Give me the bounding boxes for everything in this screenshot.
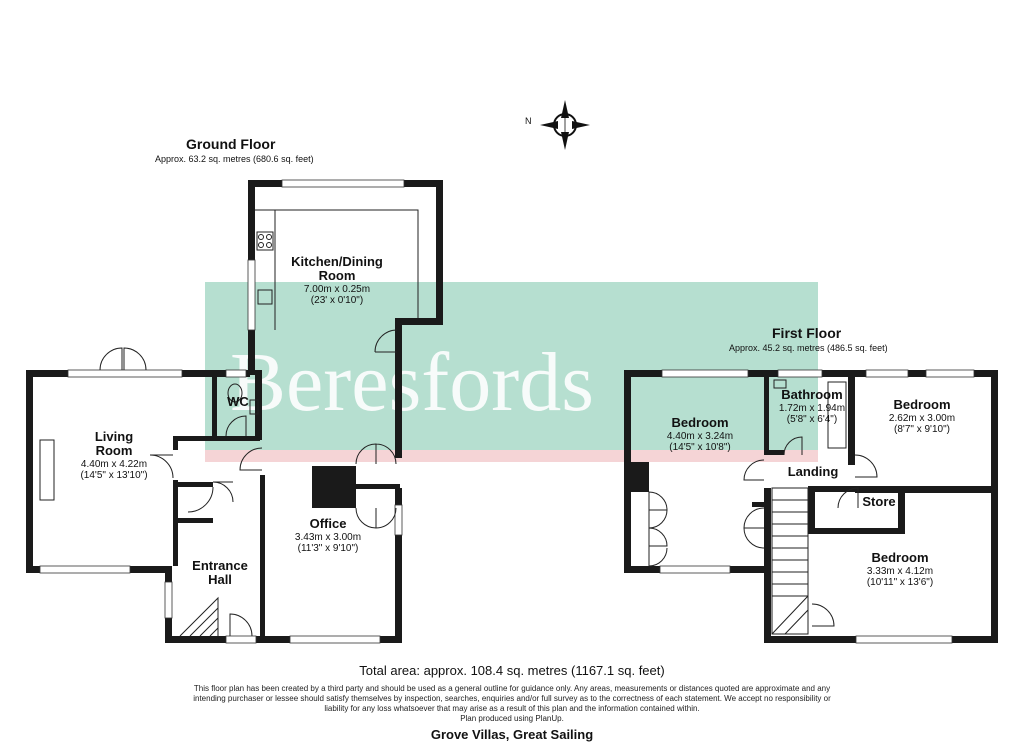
produced-by: Plan produced using PlanUp.	[460, 714, 564, 723]
bedroom-1-metric: 4.40m x 3.24m	[667, 431, 733, 442]
bedroom-1-name: Bedroom	[671, 415, 728, 430]
first-floor-area: Approx. 45.2 sq. metres (486.5 sq. feet)	[729, 343, 888, 353]
ground-floor-area: Approx. 63.2 sq. metres (680.6 sq. feet)	[155, 154, 314, 164]
living-metric: 4.40m x 4.22m	[81, 459, 147, 470]
bedroom-2-imperial: (8'7" x 9'10")	[894, 424, 950, 435]
kitchen-name-2: Room	[319, 268, 356, 283]
living-name-2: Room	[96, 443, 133, 458]
first-floor: First Floor Approx. 45.2 sq. metres (486…	[624, 325, 998, 644]
hall-name-2: Hall	[208, 572, 232, 587]
bedroom-1-imperial: (14'5" x 10'8")	[669, 442, 731, 453]
bedroom-2-metric: 2.62m x 3.00m	[889, 413, 955, 424]
kitchen-name-1: Kitchen/Dining	[291, 254, 383, 269]
ground-floor: Ground Floor Approx. 63.2 sq. metres (68…	[26, 136, 443, 644]
living-imperial: (14'5" x 13'10")	[80, 470, 147, 481]
living-name-1: Living	[95, 429, 133, 444]
bedroom-3-name: Bedroom	[871, 550, 928, 565]
office-name: Office	[310, 516, 347, 531]
ground-floor-title: Ground Floor	[186, 136, 276, 152]
office-metric: 3.43m x 3.00m	[295, 532, 361, 543]
watermark-text: Beresfords	[230, 336, 594, 429]
disclaimer-text: This floor plan has been created by a th…	[193, 684, 831, 713]
landing-name: Landing	[788, 464, 839, 479]
kitchen-imperial: (23' x 0'10")	[311, 295, 363, 306]
bedroom-3-metric: 3.33m x 4.12m	[867, 566, 933, 577]
bedroom-3-imperial: (10'11" x 13'6")	[867, 577, 933, 588]
property-address: Grove Villas, Great Sailing	[430, 727, 594, 742]
total-area: Total area: approx. 108.4 sq. metres (11…	[359, 663, 665, 678]
compass-icon: N	[525, 100, 590, 150]
first-floor-title: First Floor	[772, 325, 842, 341]
kitchen-metric: 7.00m x 0.25m	[304, 284, 370, 295]
compass-north-label: N	[525, 116, 532, 126]
store-name: Store	[862, 494, 895, 509]
bathroom-imperial: (5'8" x 6'4")	[787, 414, 837, 425]
bathroom-name: Bathroom	[781, 387, 842, 402]
disclaimer: This floor plan has been created by a th…	[190, 684, 834, 724]
office-imperial: (11'3" x 9'10")	[298, 543, 359, 554]
watermark: Beresfords	[205, 282, 818, 462]
hall-name-1: Entrance	[192, 558, 248, 573]
bedroom-2-name: Bedroom	[893, 397, 950, 412]
bathroom-metric: 1.72m x 1.94m	[779, 403, 845, 414]
wc-name: WC	[227, 394, 249, 409]
